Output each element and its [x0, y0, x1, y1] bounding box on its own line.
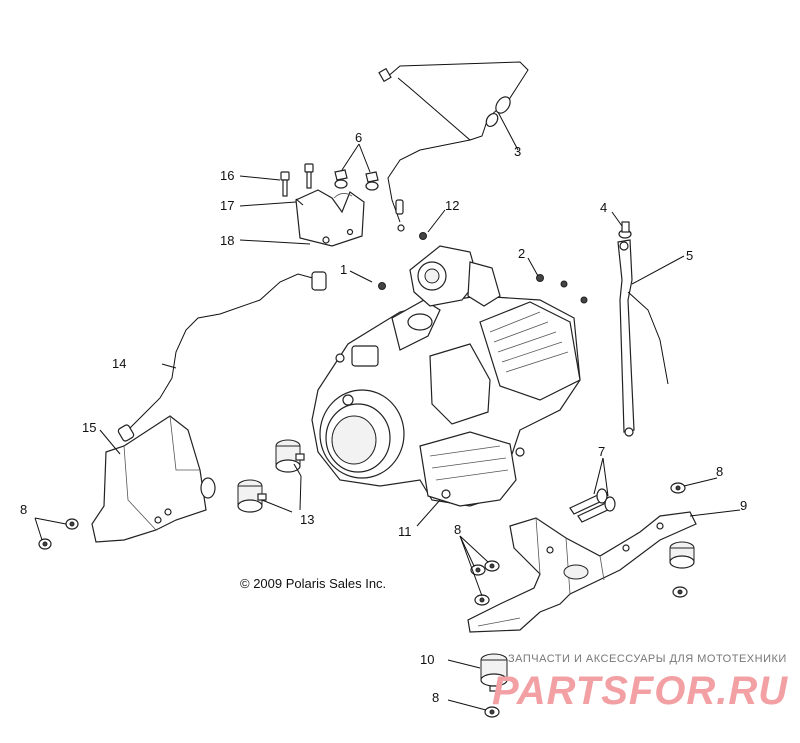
leader-lines	[34, 111, 741, 711]
washer-8-left	[38, 518, 79, 550]
callout-2: 2	[518, 246, 525, 261]
line-assembly-3	[378, 61, 529, 232]
callout-8-left: 8	[20, 502, 27, 517]
bolts-7	[569, 488, 616, 523]
callout-8-right: 8	[716, 464, 723, 479]
bolt-16	[280, 171, 290, 197]
crossmember-9	[467, 511, 697, 633]
mount-13a	[275, 439, 305, 473]
screw-12	[419, 232, 427, 240]
callout-15: 15	[82, 420, 96, 435]
callout-7: 7	[598, 444, 605, 459]
callout-5: 5	[686, 248, 693, 263]
nut-8-far-right	[672, 586, 688, 598]
callout-3: 3	[514, 144, 521, 159]
callout-10: 10	[420, 652, 434, 667]
nut-8-bottom	[484, 706, 500, 718]
bracket-15	[91, 415, 216, 543]
callout-11: 11	[398, 524, 412, 539]
callout-labels: 1 2 3 4 5 6 7 8 8 8 8 9 10 11 12 13 14 1…	[20, 130, 747, 705]
mount-13b	[237, 479, 267, 513]
nuts-8-middle	[470, 560, 500, 606]
cable-14	[117, 271, 327, 442]
callout-18: 18	[220, 233, 234, 248]
callout-13: 13	[300, 512, 314, 527]
nut-8-right	[670, 482, 686, 494]
callout-4: 4	[600, 200, 607, 215]
callout-8-middle: 8	[454, 522, 461, 537]
nut-6a	[334, 169, 348, 189]
callout-8-bottom: 8	[432, 690, 439, 705]
nut-6b	[365, 171, 379, 191]
bolt-4	[618, 221, 632, 239]
callout-9: 9	[740, 498, 747, 513]
watermark: ЗАПЧАСТИ И АКСЕССУАРЫ ДЛЯ МОТОТЕХНИКИ PA…	[492, 653, 788, 713]
callout-16: 16	[220, 168, 234, 183]
callout-6: 6	[355, 130, 362, 145]
watermark-subtitle: ЗАПЧАСТИ И АКСЕССУАРЫ ДЛЯ МОТОТЕХНИКИ	[508, 653, 787, 665]
engine-11	[311, 245, 581, 507]
copyright-text: © 2009 Polaris Sales Inc.	[240, 576, 386, 591]
rod-5	[617, 239, 669, 437]
mount-10	[480, 653, 508, 692]
callout-1: 1	[340, 262, 347, 277]
callout-17: 17	[220, 198, 234, 213]
bracket-18	[295, 189, 365, 247]
watermark-brand: PARTSFOR.RU	[492, 669, 788, 713]
callout-12: 12	[445, 198, 459, 213]
washer-17	[295, 198, 304, 206]
bolt-16b	[304, 163, 314, 189]
callout-14: 14	[112, 356, 126, 371]
screw-2	[378, 274, 588, 304]
